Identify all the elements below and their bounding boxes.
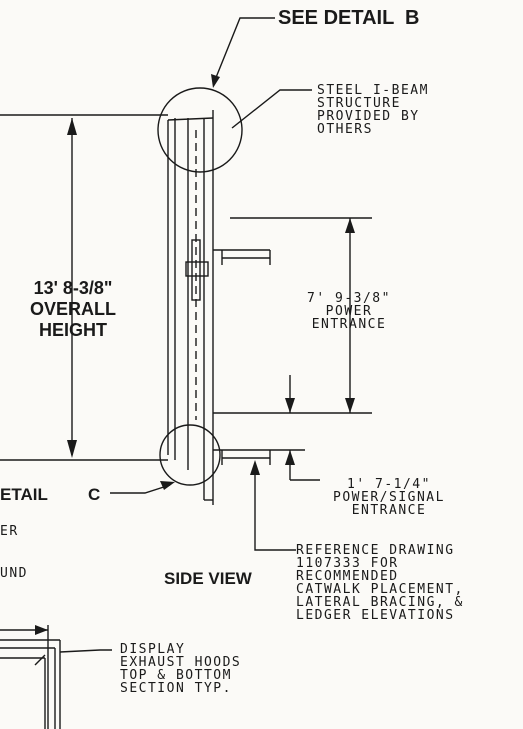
detail-b-circle [157,87,243,173]
reference-drawing-note: REFERENCE DRAWING 1107333 FOR RECOMMENDE… [296,543,464,623]
power-bracket [213,249,271,265]
detail-c-circle [159,424,221,486]
structure-frame [167,110,214,505]
partial-text-er: ER [0,524,19,539]
display-exhaust-note: DISPLAY EXHAUST HOODS TOP & BOTTOM SECTI… [120,642,242,696]
signal-bracket [213,449,271,465]
power-signal-entrance-dimension: 1' 7-1/4" POWER/SIGNAL ENTRANCE [333,477,445,518]
steel-ibeam-note: STEEL I-BEAM STRUCTURE PROVIDED BY OTHER… [317,83,429,137]
detail-c-label: ETAIL [0,485,48,504]
overall-height-dimension: 13' 8-3/8" OVERALL HEIGHT [29,278,116,340]
see-detail-b-label: SEE DETAIL B [278,7,420,29]
detail-c-letter: C [88,485,101,504]
power-entrance-dimension: 7' 9-3/8" POWER ENTRANCE [307,291,391,332]
side-view-title: SIDE VIEW [164,569,252,588]
exhaust-hood-section [0,625,112,729]
partial-text-und: UND [0,566,28,581]
